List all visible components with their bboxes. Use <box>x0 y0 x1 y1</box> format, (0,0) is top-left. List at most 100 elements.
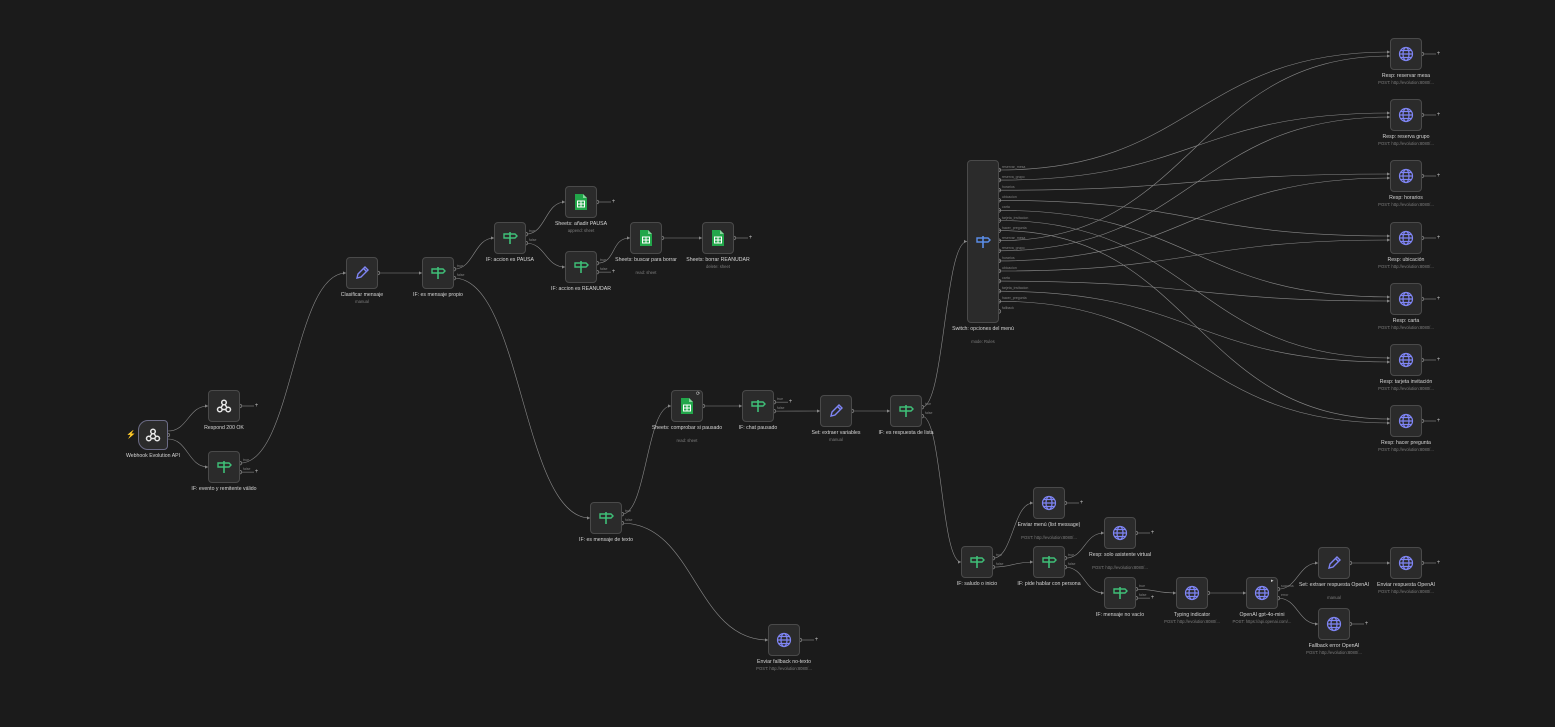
node-subtitle: read: sheet <box>676 438 698 443</box>
node-resp-tarjeta[interactable] <box>1390 344 1422 376</box>
node-subtitle: POST: http://evolution:8080/... <box>1164 619 1220 624</box>
node-label: Resp: ubicación <box>1387 257 1425 263</box>
switch-connection[interactable] <box>998 51 1391 171</box>
connection-line[interactable] <box>453 277 591 519</box>
add-node-plus-icon[interactable]: + <box>1436 234 1441 241</box>
connection-line[interactable] <box>1064 566 1105 594</box>
switch-output-label: reserva_grupo <box>1002 175 1025 180</box>
node-openai[interactable] <box>1246 577 1278 609</box>
node-resp-ubicacion[interactable] <box>1390 222 1422 254</box>
node-resp-horarios[interactable] <box>1390 160 1422 192</box>
switch-connection[interactable] <box>998 230 1391 420</box>
node-sheets-comprobar[interactable] <box>671 390 703 422</box>
add-node-plus-icon[interactable]: + <box>1150 594 1155 601</box>
node-if-reanudar[interactable] <box>565 251 597 283</box>
add-node-plus-icon[interactable]: + <box>611 198 616 205</box>
node-if-vacio[interactable] <box>1104 577 1136 609</box>
node-enviar-openai[interactable] <box>1390 547 1422 579</box>
connection-line[interactable] <box>1277 562 1319 590</box>
connection-line[interactable] <box>992 502 1034 559</box>
switch-connection[interactable] <box>998 177 1391 262</box>
node-subtitle: POST: http://evolution:8080/... <box>1378 141 1434 146</box>
node-clasificar[interactable] <box>346 257 378 289</box>
add-node-plus-icon[interactable]: + <box>1436 417 1441 424</box>
node-if-texto[interactable] <box>590 502 622 534</box>
connection-line[interactable] <box>167 405 209 432</box>
node-set-extraer[interactable] <box>820 395 852 427</box>
switch-connection[interactable] <box>998 239 1391 272</box>
connection-line[interactable] <box>239 272 347 464</box>
node-sheets-buscar[interactable] <box>630 222 662 254</box>
add-node-plus-icon[interactable]: + <box>1436 356 1441 363</box>
switch-connection[interactable] <box>998 280 1391 302</box>
switch-connection[interactable] <box>998 200 1391 237</box>
add-node-plus-icon[interactable]: + <box>814 636 819 643</box>
switch-connection[interactable] <box>998 173 1391 191</box>
globe-icon <box>1398 413 1414 429</box>
switch-connection[interactable] <box>998 116 1391 252</box>
node-sheets-borrar[interactable] <box>702 222 734 254</box>
node-enviar-menu[interactable] <box>1033 487 1065 519</box>
add-node-plus-icon[interactable]: + <box>748 234 753 241</box>
connection-line[interactable] <box>1135 588 1177 594</box>
connection-line[interactable] <box>621 522 769 641</box>
node-webhook[interactable] <box>138 420 168 450</box>
node-if-evento[interactable] <box>208 451 240 483</box>
node-switch-menu[interactable] <box>967 160 999 323</box>
add-node-plus-icon[interactable]: + <box>1436 50 1441 57</box>
node-label: Clasificar mensaje <box>340 292 384 298</box>
connection-line[interactable] <box>921 415 962 563</box>
connection-line[interactable] <box>596 237 631 264</box>
node-label: IF: es mensaje propio <box>413 292 463 298</box>
switch-connection[interactable] <box>998 290 1391 363</box>
node-if-lista[interactable] <box>890 395 922 427</box>
port-label: true <box>457 264 464 269</box>
add-node-plus-icon[interactable]: + <box>1436 172 1441 179</box>
add-node-plus-icon[interactable]: + <box>1364 620 1369 627</box>
node-fallback-texto[interactable] <box>768 624 800 656</box>
connection-line[interactable] <box>1064 532 1105 559</box>
node-resp-reservar[interactable] <box>1390 38 1422 70</box>
node-if-propio[interactable] <box>422 257 454 289</box>
add-node-plus-icon[interactable]: + <box>1436 111 1441 118</box>
node-if-saludo[interactable] <box>961 546 993 578</box>
switch-connection[interactable] <box>998 210 1391 298</box>
connection-line[interactable] <box>921 241 968 408</box>
switch-connection[interactable] <box>998 112 1391 181</box>
node-subtitle: read: sheet <box>635 270 657 275</box>
node-if-pausado[interactable] <box>742 390 774 422</box>
connection-line[interactable] <box>525 201 566 235</box>
add-node-plus-icon[interactable]: + <box>1436 295 1441 302</box>
port-label: true <box>1068 553 1075 558</box>
connection-line[interactable] <box>1277 597 1319 625</box>
node-if-pausa[interactable] <box>494 222 526 254</box>
switch-connection[interactable] <box>998 55 1391 241</box>
connection-line[interactable] <box>525 242 566 268</box>
node-respond[interactable] <box>208 390 240 422</box>
node-resp-asistente[interactable] <box>1104 517 1136 549</box>
connection-line[interactable] <box>167 438 209 468</box>
port-label: success <box>1281 584 1294 589</box>
add-node-plus-icon[interactable]: + <box>254 468 259 475</box>
add-node-plus-icon[interactable]: + <box>788 398 793 405</box>
switch-connection[interactable] <box>998 220 1391 359</box>
connection-line[interactable] <box>621 405 672 515</box>
add-node-plus-icon[interactable]: + <box>1079 499 1084 506</box>
node-sheets-anadir[interactable] <box>565 186 597 218</box>
switch-connection[interactable] <box>998 301 1391 424</box>
connection-line[interactable] <box>992 561 1034 568</box>
node-if-persona[interactable] <box>1033 546 1065 578</box>
add-node-plus-icon[interactable]: + <box>1436 559 1441 566</box>
add-node-plus-icon[interactable]: + <box>1150 529 1155 536</box>
node-typing[interactable] <box>1176 577 1208 609</box>
add-node-plus-icon[interactable]: + <box>254 402 259 409</box>
node-resp-grupo[interactable] <box>1390 99 1422 131</box>
node-resp-carta[interactable] <box>1390 283 1422 315</box>
node-set-openai[interactable] <box>1318 547 1350 579</box>
connection-line[interactable] <box>453 237 495 270</box>
add-node-plus-icon[interactable]: + <box>611 268 616 275</box>
node-resp-pregunta[interactable] <box>1390 405 1422 437</box>
node-label: Sheets: añadir PAUSA <box>554 221 608 227</box>
node-fallback-openai[interactable] <box>1318 608 1350 640</box>
